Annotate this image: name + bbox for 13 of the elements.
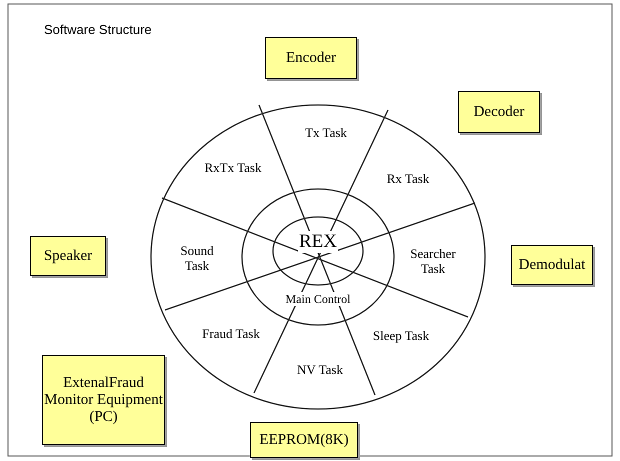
- task-segment: NV Task: [290, 352, 350, 386]
- task-segment: Rx Task: [373, 168, 443, 188]
- task-segment: Fraud Task: [201, 316, 261, 350]
- task-segment: Sleep Task: [370, 318, 432, 352]
- diagram-title: Software Structure: [44, 22, 152, 37]
- task-segment: Tx Task: [291, 122, 361, 142]
- component-box: EEPROM(8K): [250, 422, 358, 458]
- component-box: ExtenalFraud Monitor Equipment (PC): [42, 355, 165, 445]
- component-box: Encoder: [265, 37, 357, 79]
- task-segment: RxTx Task: [203, 150, 263, 184]
- component-box: Decoder: [458, 91, 540, 133]
- component-box: Speaker: [30, 236, 106, 276]
- component-box: Demodulat: [511, 245, 593, 285]
